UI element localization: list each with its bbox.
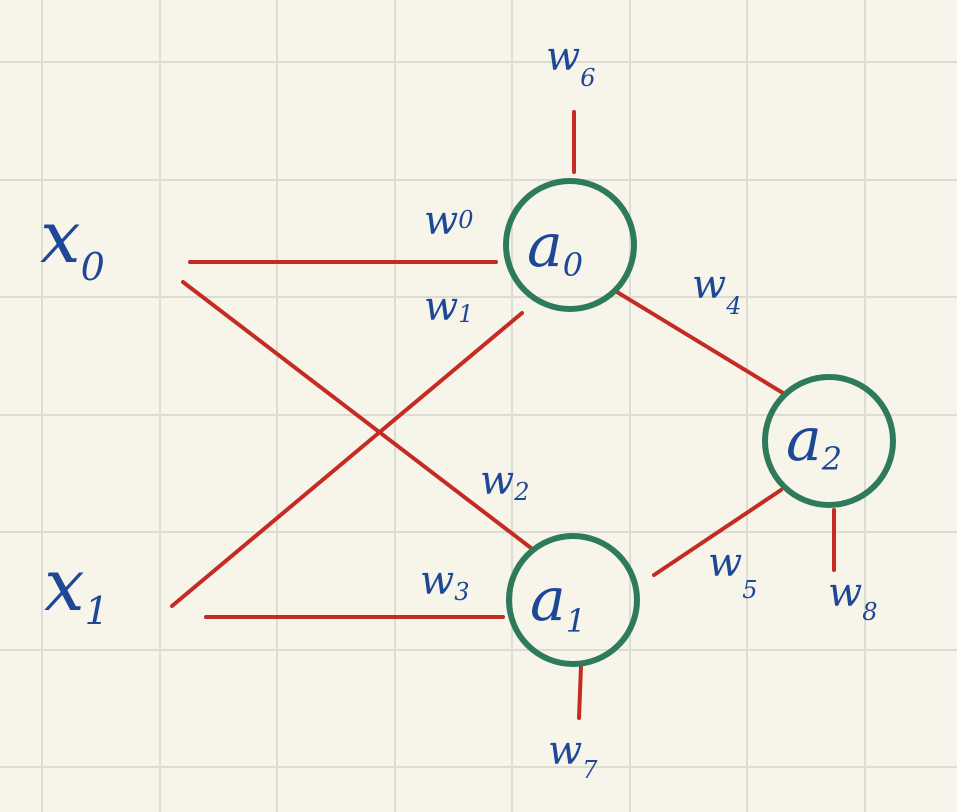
input-x0-label: x0 bbox=[40, 195, 105, 289]
input-x1-label: x1 bbox=[44, 543, 109, 633]
weight-w8-label: w8 bbox=[828, 570, 878, 626]
neuron-a0-label: a0 bbox=[527, 211, 583, 284]
weight-w7-label: w7 bbox=[548, 728, 598, 784]
weight-w3-label: w3 bbox=[420, 558, 470, 606]
neuron-a2-circle bbox=[762, 374, 896, 508]
neurons bbox=[503, 178, 896, 667]
edge-a1-a2 bbox=[652, 488, 783, 577]
weight-w5-label: w5 bbox=[708, 540, 758, 604]
bias-edge-a1 bbox=[577, 664, 583, 720]
weight-w4-label: w4 bbox=[692, 262, 742, 320]
edge-x0-a1 bbox=[181, 280, 533, 550]
neuron-a0-circle bbox=[503, 178, 637, 312]
edge-a0-a2 bbox=[615, 290, 785, 395]
weight-w0-label: w0 bbox=[424, 198, 474, 244]
edges bbox=[170, 110, 836, 720]
edge-x1-a0 bbox=[170, 311, 524, 608]
neuron-a1-circle bbox=[506, 533, 640, 667]
neuron-a2-label: a2 bbox=[786, 405, 842, 478]
weight-w2-label: w2 bbox=[480, 458, 530, 506]
weight-w6-label: w6 bbox=[546, 34, 596, 92]
neuron-a1-label: a1 bbox=[530, 565, 586, 640]
weight-w1-label: w1 bbox=[424, 284, 474, 330]
